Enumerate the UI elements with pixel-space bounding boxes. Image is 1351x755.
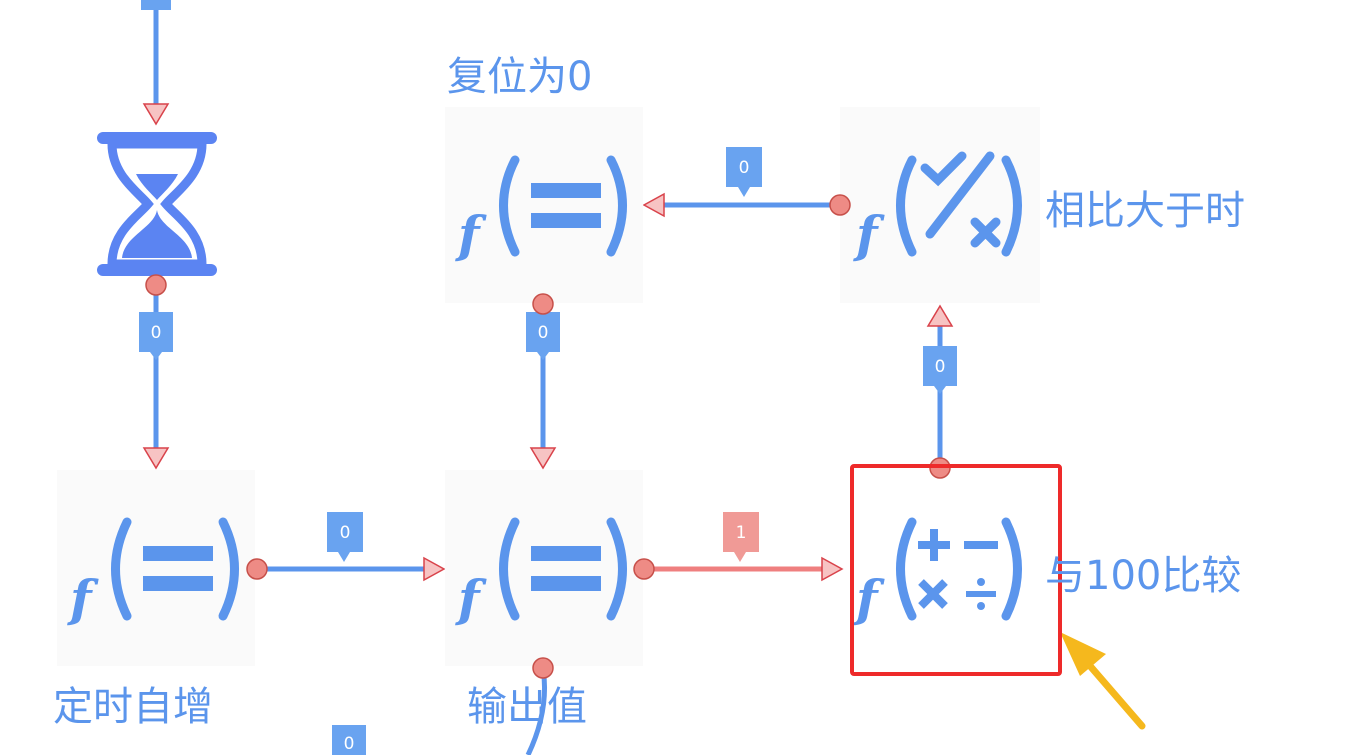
badge-compare-up: 0 [935,357,946,377]
wire-output-to-compare[interactable]: 1 [644,512,844,582]
wire-timer-down[interactable]: 0 [139,288,173,470]
equals-function-icon: f [67,517,239,628]
node-hourglass[interactable] [97,132,217,296]
pointer-arrow-icon [1060,632,1146,730]
node-arithmetic[interactable]: f [853,457,1022,628]
node-timer-inc[interactable]: f [57,470,268,666]
port-output-right[interactable] [633,558,655,580]
port-compare-gt-out[interactable] [829,194,851,216]
wire-top[interactable] [141,0,171,126]
wire-reset-down[interactable]: 0 [526,304,560,470]
wire-compare-to-reset[interactable]: 0 [642,147,840,218]
equals-function-icon: f [455,517,627,628]
label-compare-100: 与100比较 [1045,553,1242,599]
hourglass-icon [97,132,217,276]
badge-output-to-compare: 1 [736,523,747,543]
node-output[interactable]: f [445,470,655,679]
port-arithmetic-out[interactable] [929,457,951,479]
port-reset-out[interactable] [532,293,554,315]
selection-highlight [850,464,1062,676]
badge-timer-to-output: 0 [340,523,351,543]
wire-compare-up[interactable]: 0 [923,304,957,468]
node-compare-gt[interactable]: f [829,107,1040,303]
port-hourglass-out[interactable] [145,274,167,296]
badge-bottom: 0 [344,734,355,754]
node-reset[interactable]: f [445,107,643,315]
port-output-bottom[interactable] [532,657,554,679]
label-output: 输出值 [467,684,587,730]
label-timer-inc: 定时自增 [53,684,213,730]
port-timer-inc-out[interactable] [246,558,268,580]
badge-timer-down: 0 [151,323,162,343]
badge-compare-to-reset: 0 [739,158,750,178]
label-compare-gt: 相比大于时 [1045,188,1245,234]
arithmetic-function-icon: f [853,517,1022,628]
wire-timer-to-output[interactable]: 0 [258,512,446,582]
badge-reset-down: 0 [538,323,549,343]
label-reset: 复位为0 [447,54,593,100]
